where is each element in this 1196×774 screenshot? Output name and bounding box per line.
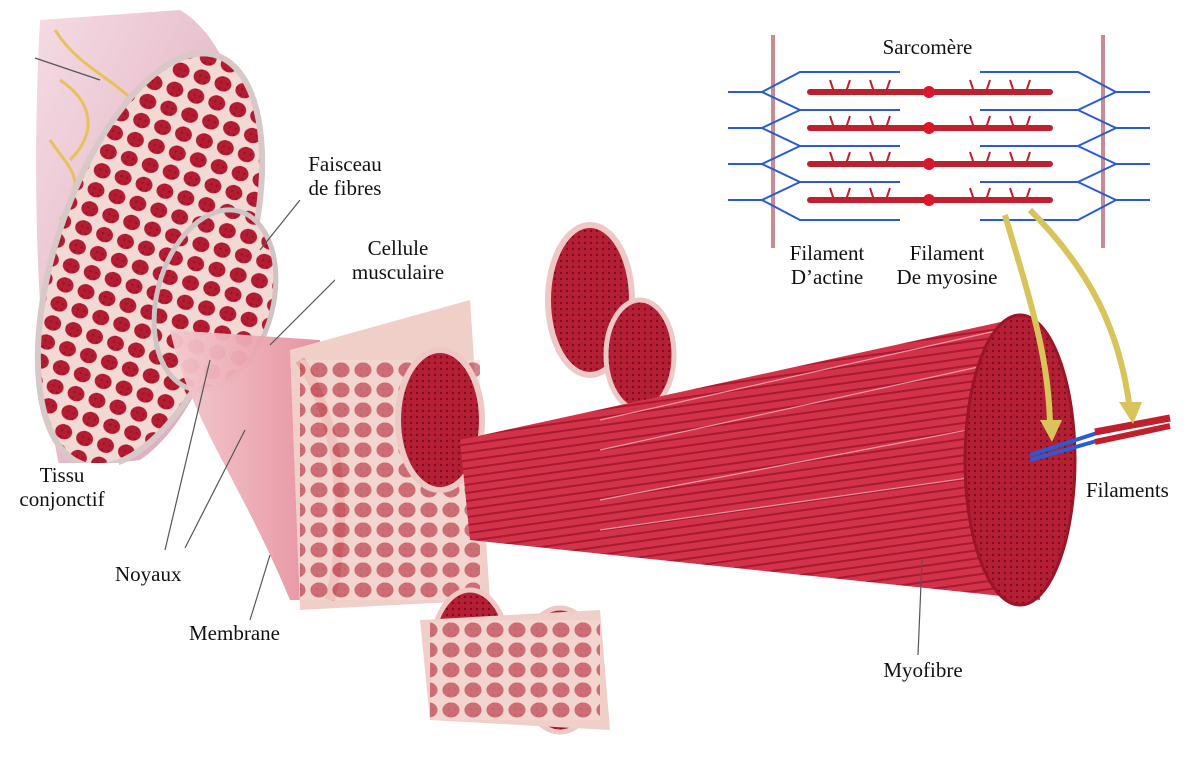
myofibre-end [965,315,1075,605]
actine-label: Filament D’actine [777,241,877,289]
membrane-label: Membrane [186,621,283,645]
myosine-label: Filament De myosine [882,241,1012,289]
noyaux-label: Noyaux [112,562,185,586]
faisceau-label: Faisceau de fibres [292,152,398,200]
cellule-label: Cellule musculaire [335,236,461,284]
myofibre-label: Myofibre [845,658,1001,682]
sarcomere-label: Sarcomère [870,35,985,59]
tissu-label: Tissu conjonctif [5,463,119,511]
filaments-label: Filaments [1086,478,1169,502]
